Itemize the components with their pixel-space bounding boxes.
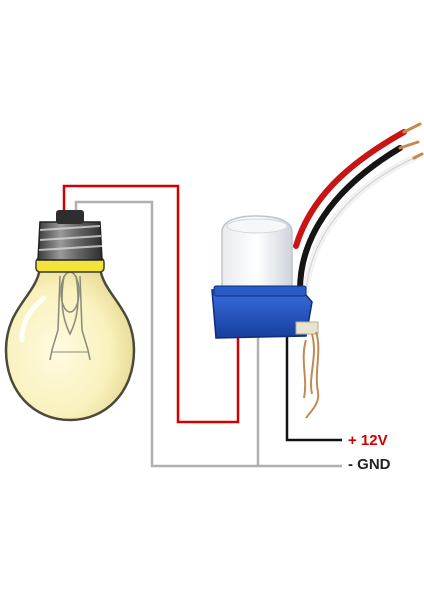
live-wire bbox=[62, 184, 240, 424]
ground-terminal-label: - GND bbox=[348, 456, 391, 473]
neutral-wire bbox=[74, 200, 342, 468]
bulb-glass bbox=[4, 266, 136, 422]
positive-terminal-label: + 12V bbox=[348, 432, 388, 449]
signal-wire bbox=[285, 332, 342, 442]
sensor-lead-wires bbox=[293, 122, 424, 296]
circuit-wires bbox=[62, 184, 342, 468]
sensor-dome bbox=[221, 215, 293, 301]
light-bulb-icon bbox=[4, 210, 136, 422]
photocell-sensor-icon bbox=[211, 122, 424, 419]
copper-strands bbox=[302, 331, 320, 419]
filament bbox=[49, 271, 91, 361]
